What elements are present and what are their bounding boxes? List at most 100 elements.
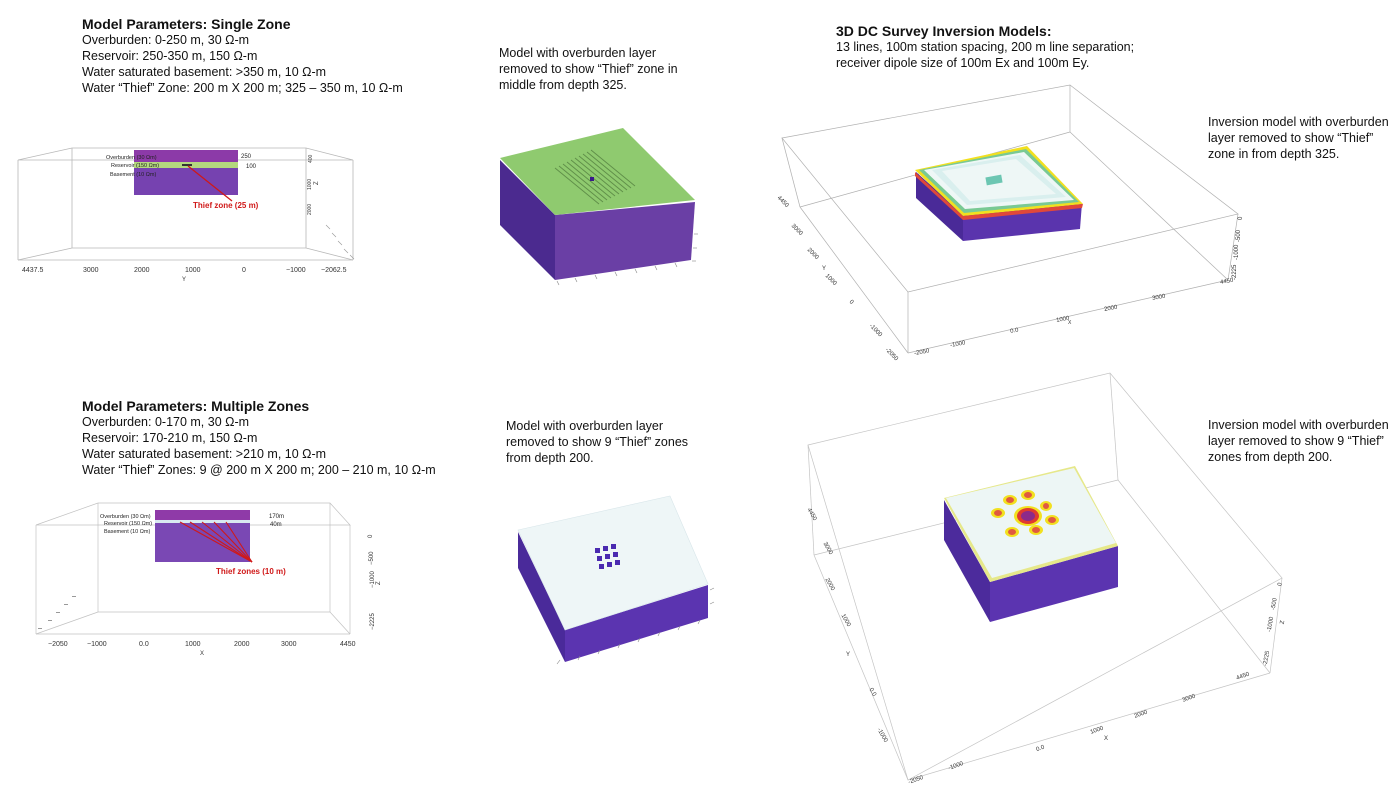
multiple-zones-section-figure: Overburden (30 Ωm) Reservoir (150 Ωm) Ba…	[35, 502, 382, 657]
block-right-face	[990, 546, 1118, 622]
x-tick-label: 4437.5	[22, 267, 44, 274]
x-tick-label: 1000	[185, 267, 201, 274]
caption-multi-model: Model with overburden layer removed to s…	[506, 418, 688, 466]
multiple-zones-line: Water saturated basement: >210 m, 10 Ω-m	[82, 447, 327, 461]
caption-line: from depth 200.	[506, 451, 594, 465]
z-tick-label: 400	[308, 154, 314, 163]
caption-line: Model with overburden layer	[506, 419, 664, 433]
y-tick-label: 0.0	[868, 687, 878, 698]
single-zone-line: Water saturated basement: >350 m, 10 Ω-m	[82, 65, 327, 79]
x-tick-label: 0	[242, 267, 246, 274]
basement-layer	[134, 168, 238, 195]
thief-zone-label: Thief zone (25 m)	[193, 201, 259, 210]
layer-label: Overburden (30 Ωm)	[100, 514, 151, 520]
z-tick-label: 0	[1238, 216, 1244, 220]
multiple-zones-line: Reservoir: 170-210 m, 150 Ω-m	[82, 431, 258, 445]
thief-arrows	[179, 521, 253, 563]
thief-zone-marker	[182, 164, 192, 166]
single-zone-line: Overburden: 0-250 m, 30 Ω-m	[82, 33, 250, 47]
layer-label: Overburden (30 Ωm)	[106, 155, 157, 161]
block-tick-marks	[556, 587, 715, 665]
caption-line: zone in from depth 325.	[1208, 147, 1340, 161]
caption-line: removed to show 9 “Thief” zones	[506, 435, 689, 449]
multiple-zones-line: Water “Thief” Zones: 9 @ 200 m X 200 m; …	[82, 463, 436, 477]
x-tick-label: 3000	[1152, 294, 1167, 302]
overburden-layer	[155, 510, 250, 520]
y-tick-label: 2000	[806, 247, 820, 261]
z-axis-label: Z	[376, 581, 382, 585]
thief-arrow	[187, 165, 233, 202]
y-tick-label: -1000	[868, 323, 884, 339]
thief-zone-markers	[595, 544, 620, 569]
thief-zone-anomaly	[985, 174, 1003, 186]
caption-line: middle from depth 325.	[499, 78, 627, 92]
z-tick-label: 1000	[307, 179, 313, 190]
x-axis-label: X	[1068, 320, 1072, 326]
thief-zones-label: Thief zones (10 m)	[216, 567, 286, 576]
block-top-face	[517, 495, 709, 631]
x-tick-label: 2000	[1104, 305, 1119, 313]
thief-zone-marker	[590, 177, 594, 181]
single-zone-line: Reservoir: 250-350 m, 150 Ω-m	[82, 49, 258, 63]
z-tick-label: -500	[1271, 597, 1279, 611]
block-right-face	[555, 202, 695, 280]
caption-line: layer removed to show 9 “Thief”	[1208, 434, 1384, 448]
x-tick-label: −1000	[87, 641, 107, 648]
y-tick-label: 1000	[824, 273, 838, 287]
z-tick-label: -1000	[1267, 616, 1276, 633]
depth-label: 250	[241, 154, 252, 160]
x-tick-label: 2000	[134, 267, 150, 274]
x-tick-label: -1000	[948, 761, 965, 772]
z-axis-label: Z	[314, 181, 320, 185]
block-tick-marks	[556, 233, 698, 286]
x-tick-label: 3000	[83, 267, 99, 274]
single-zone-title: Model Parameters: Single Zone	[82, 16, 291, 32]
depth-label: 100	[246, 164, 257, 170]
z-tick-label: −2225	[370, 612, 376, 630]
wireframe-box	[17, 147, 354, 261]
x-tick-label: -2050	[908, 775, 925, 786]
caption-line: zones from depth 200.	[1208, 450, 1333, 464]
basement-layer	[155, 523, 250, 562]
x-tick-label: −2050	[48, 641, 68, 648]
multi-inversion-figure: -1000 0.0 1000 2000 3000 4450 Y -2050 -1…	[806, 372, 1287, 786]
layer-label: Basement (10 Ωm)	[104, 529, 150, 535]
y-tick-label: -2050	[884, 347, 900, 363]
x-tick-label: 0.0	[139, 641, 149, 648]
single-zone-section-figure: Overburden (30 Ωm) Reservoir (150 Ωm) Ba…	[17, 147, 355, 283]
x-tick-label: 2000	[234, 641, 250, 648]
x-tick-label: −1000	[286, 267, 306, 274]
z-tick-label: 0	[368, 534, 374, 538]
wireframe-box	[35, 502, 351, 635]
y-tick-label: 3000	[822, 541, 834, 556]
x-axis-label: Y	[182, 277, 186, 283]
block-left-face	[518, 532, 565, 662]
caption-single-inversion: Inversion model with overburden layer re…	[1208, 114, 1389, 162]
layer-label: Reservoir (150 Ωm)	[104, 521, 152, 527]
block-left-face	[500, 160, 555, 280]
caption-multi-inversion: Inversion model with overburden layer re…	[1208, 417, 1389, 465]
x-tick-label: 4450	[340, 641, 356, 648]
depth-label: 170m	[269, 514, 284, 520]
layer-label: Reservoir (150 Ωm)	[111, 163, 159, 169]
x-tick-label: 0.0	[1010, 328, 1020, 335]
block-right-face	[565, 585, 708, 662]
single-zone-model-block	[500, 128, 698, 286]
caption-line: Inversion model with overburden	[1208, 418, 1389, 432]
survey-line: receiver dipole size of 100m Ex and 100m…	[836, 56, 1090, 70]
survey-title: 3D DC Survey Inversion Models:	[836, 23, 1052, 39]
y-tick-label: 0	[848, 299, 855, 306]
single-zone-params: Model Parameters: Single Zone Overburden…	[82, 16, 403, 96]
x-axis-label: X	[200, 651, 204, 657]
x-tick-label: 1000	[185, 641, 201, 648]
z-tick-label: -2225	[1232, 264, 1238, 280]
multiple-zones-params: Model Parameters: Multiple Zones Overbur…	[82, 398, 436, 478]
y-tick-label: 3000	[790, 223, 804, 237]
survey-line: 13 lines, 100m station spacing, 200 m li…	[836, 40, 1135, 54]
x-tick-label: 3000	[281, 641, 297, 648]
thief-zone-anomalies	[991, 490, 1059, 537]
z-axis-label: Z	[1280, 620, 1287, 625]
z-tick-label: -2225	[1263, 650, 1272, 667]
x-tick-label: 3000	[1182, 693, 1197, 703]
caption-single-model: Model with overburden layer removed to s…	[499, 45, 678, 93]
